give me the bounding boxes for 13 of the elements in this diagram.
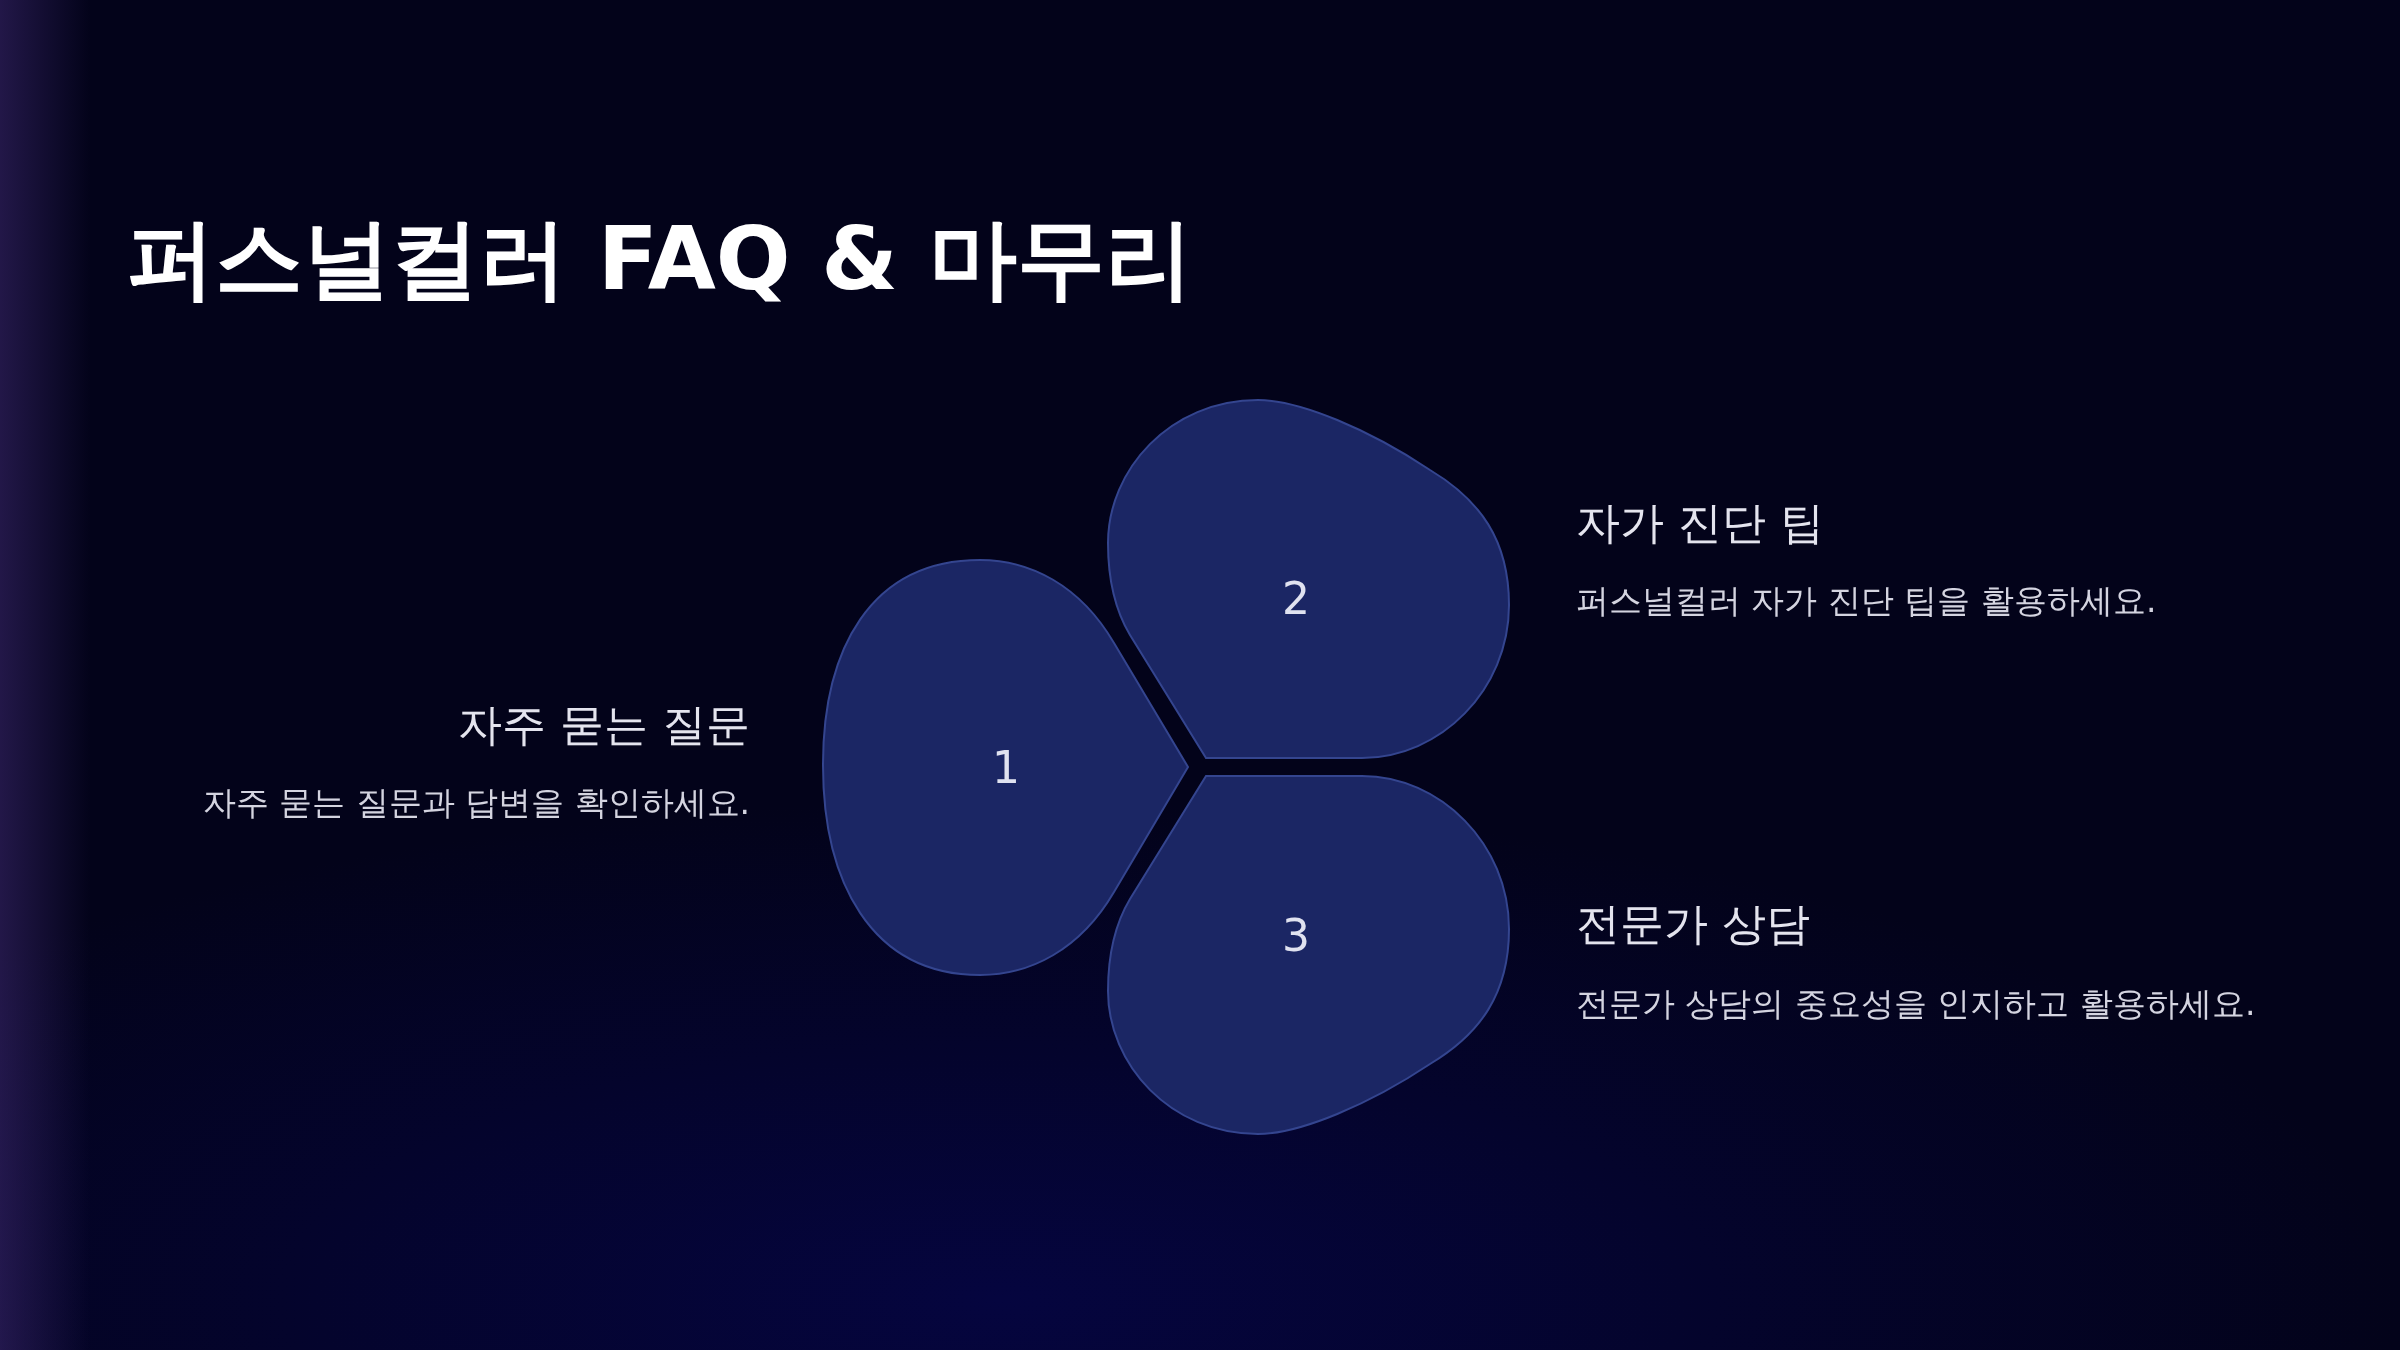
- item-description: 퍼스널컬러 자가 진단 팁을 활용하세요.: [1576, 579, 2157, 622]
- petal-shape: [823, 560, 1191, 975]
- step-number: 3: [1282, 909, 1310, 961]
- item-description: 전문가 상담의 중요성을 인지하고 활용하세요.: [1576, 982, 2256, 1025]
- step-number: 1: [992, 741, 1020, 793]
- item-heading: 자주 묻는 질문: [458, 697, 750, 752]
- item-heading: 전문가 상담: [1576, 896, 1810, 951]
- step-number: 2: [1282, 572, 1310, 624]
- title: 퍼스널컬러 FAQ & 마무리: [127, 206, 1193, 312]
- petal-shape: [1108, 400, 1509, 758]
- item-description: 자주 묻는 질문과 답변을 확인하세요.: [202, 781, 750, 824]
- petal-shape: [1108, 776, 1509, 1136]
- item-heading: 자가 진단 팁: [1576, 495, 1824, 550]
